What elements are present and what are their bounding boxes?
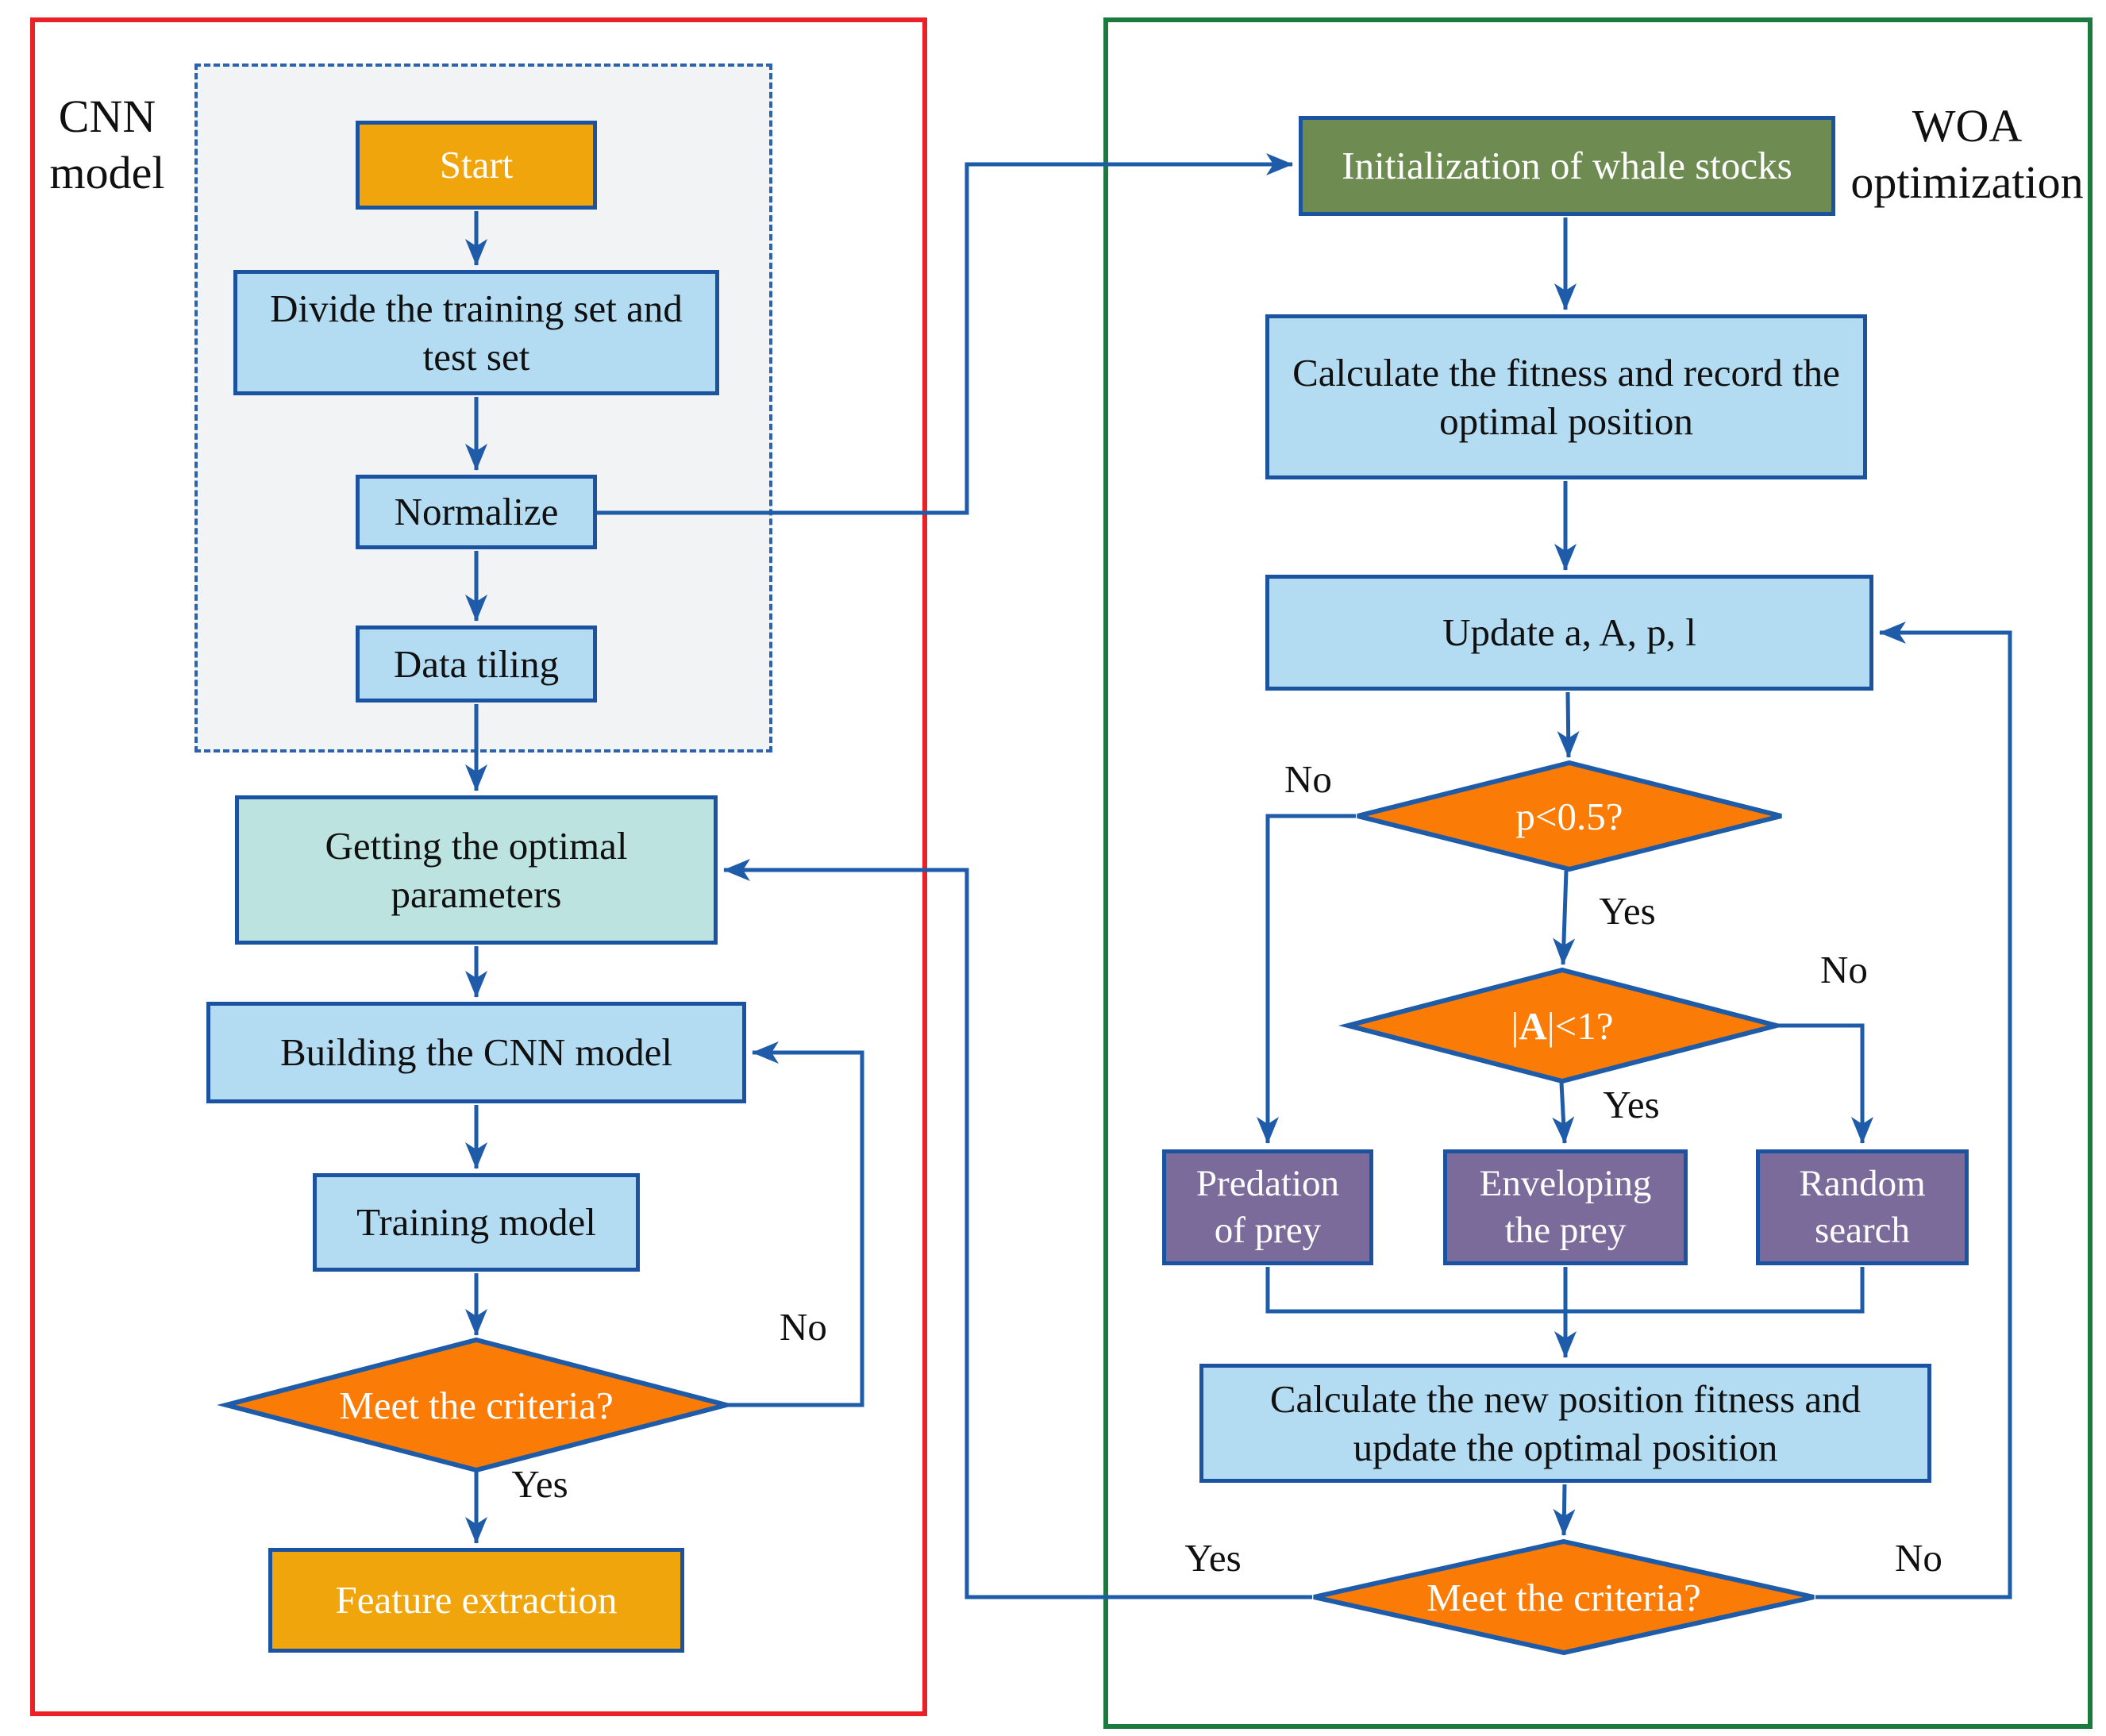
edge-a-yes-to-enveloping	[1552, 1082, 1575, 1144]
getting-line2: parameters	[391, 872, 562, 916]
a-decision-diamond	[1338, 967, 1786, 1084]
data-tiling-node: Data tiling	[356, 625, 597, 702]
start-node: Start	[356, 121, 597, 210]
calc-fitness-line1: Calculate the fitness and record the	[1292, 350, 1840, 395]
building-cnn-model-node: Building the CNN model	[206, 1002, 746, 1103]
meet-criteria-right-label: Meet the criteria?	[1426, 1575, 1701, 1619]
edge-meetright-yes-to-getting	[723, 859, 1312, 1599]
p-decision-diamond	[1357, 760, 1782, 872]
a-decision-pre: |	[1511, 1003, 1519, 1048]
edge-update-to-pdiamond	[1557, 691, 1580, 758]
initialization-node: Initialization of whale stocks	[1299, 116, 1835, 216]
woa-optimization-label: WOA optimization	[1843, 98, 2091, 211]
getting-line1: Getting the optimal	[325, 823, 628, 868]
calculate-new-position-node: Calculate the new position fitness and u…	[1199, 1364, 1931, 1483]
a-no-label: No	[1820, 948, 1868, 991]
random-line2: search	[1814, 1210, 1911, 1251]
predation-line2: of prey	[1214, 1210, 1322, 1251]
woa-label-line2: optimization	[1850, 156, 2084, 208]
meet-left-yes-label: Yes	[511, 1462, 568, 1506]
predation-line1: Predation	[1195, 1163, 1340, 1205]
edge-a-no-to-random	[1778, 1023, 1873, 1144]
meet-criteria-left-text: Meet the criteria?	[226, 1340, 726, 1470]
calc-fitness-line2: optimal position	[1439, 399, 1693, 443]
meet-criteria-right-diamond	[1313, 1538, 1815, 1656]
cnn-label-line2: model	[49, 146, 165, 198]
divide-line2: test set	[422, 335, 530, 379]
p-decision-text: p<0.5?	[1357, 763, 1781, 869]
predation-of-prey-node: Predation of prey	[1162, 1149, 1373, 1265]
meet-right-no-label: No	[1895, 1536, 1942, 1580]
getting-optimal-parameters-node: Getting the optimal parameters	[235, 795, 718, 945]
cnn-label-line1: CNN	[58, 90, 156, 142]
edge-p-yes-to-adiamond	[1553, 870, 1576, 965]
meet-left-no-label: No	[780, 1305, 827, 1349]
random-line1: Random	[1799, 1163, 1926, 1205]
a-decision-text: |A|<1?	[1348, 970, 1777, 1081]
edge-meetright-no-loop	[1815, 622, 2012, 1599]
initialization-label: Initialization of whale stocks	[1342, 144, 1792, 188]
feature-label: Feature extraction	[335, 1578, 618, 1622]
meet-criteria-right-text: Meet the criteria?	[1314, 1542, 1814, 1653]
training-model-node: Training model	[313, 1173, 640, 1272]
edge-meetleft-no-loop	[728, 1041, 864, 1407]
feature-extraction-node: Feature extraction	[268, 1548, 684, 1653]
normalize-node: Normalize	[356, 475, 597, 549]
woa-label-line1: WOA	[1912, 100, 2023, 152]
training-label: Training model	[356, 1200, 596, 1245]
random-search-node: Random search	[1756, 1149, 1969, 1265]
a-decision-label: |A|<1?	[1511, 1003, 1614, 1049]
edge-p-no-to-predation	[1257, 814, 1356, 1144]
p-decision-label: p<0.5?	[1515, 794, 1623, 838]
cnn-model-label: CNN model	[32, 89, 183, 202]
a-decision-post: |<1?	[1546, 1003, 1614, 1048]
cnn-model-panel	[30, 17, 927, 1716]
divide-node: Divide the training set and test set	[233, 270, 719, 395]
start-label: Start	[439, 143, 514, 187]
divide-line1: Divide the training set and	[270, 286, 683, 330]
edge-calcnew-to-meetright	[1553, 1484, 1576, 1536]
calc-new-line2: update the optimal position	[1353, 1426, 1778, 1469]
calculate-fitness-node: Calculate the fitness and record the opt…	[1265, 314, 1867, 479]
update-params-node: Update a, A, p, l	[1265, 575, 1873, 691]
meet-criteria-left-label: Meet the criteria?	[339, 1383, 614, 1427]
p-yes-label: Yes	[1599, 889, 1656, 933]
calc-new-line1: Calculate the new position fitness and	[1269, 1376, 1862, 1421]
enveloping-line1: Enveloping	[1479, 1163, 1652, 1205]
data-tiling-label: Data tiling	[393, 641, 560, 686]
enveloping-line2: the prey	[1504, 1210, 1627, 1251]
meet-criteria-left-diamond	[217, 1337, 736, 1473]
update-params-label: Update a, A, p, l	[1442, 610, 1696, 655]
normalize-label: Normalize	[394, 490, 559, 534]
meet-right-yes-label: Yes	[1184, 1536, 1242, 1580]
edge-normalize-to-init	[597, 153, 1293, 515]
a-decision-bold: A	[1519, 1003, 1547, 1048]
enveloping-the-prey-node: Enveloping the prey	[1443, 1149, 1688, 1265]
p-no-label: No	[1284, 757, 1332, 801]
a-yes-label: Yes	[1603, 1083, 1660, 1126]
woa-optimization-panel	[1103, 17, 2093, 1729]
building-label: Building the CNN model	[279, 1030, 673, 1075]
